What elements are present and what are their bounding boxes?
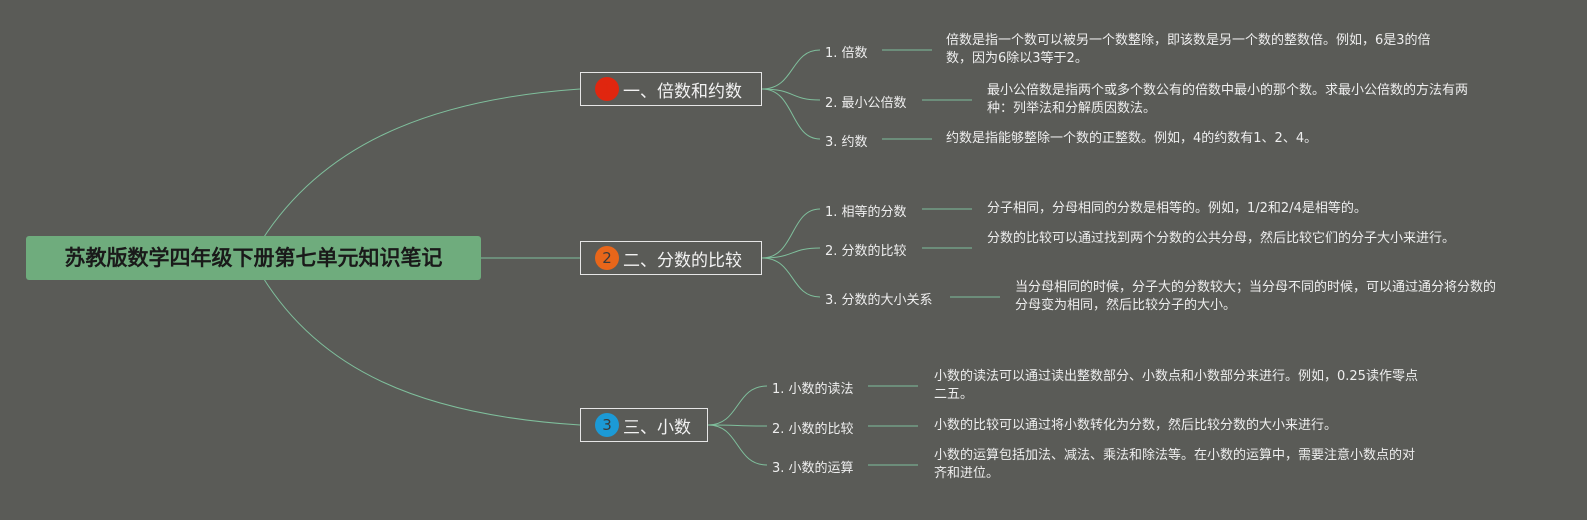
subtopic-description: 小数的读法可以通过读出整数部分、小数点和小数部分来进行。例如，0.25读作零点二… <box>934 369 1418 402</box>
number-badge-icon: 3 <box>595 413 619 437</box>
branch-label: 二、分数的比较 <box>623 250 742 271</box>
subtopic-label[interactable]: 1. 小数的读法 <box>772 382 854 397</box>
branch-label: 三、小数 <box>623 417 691 438</box>
branch-topic-2[interactable]: 2 二、分数的比较 <box>580 241 762 275</box>
subtopic-description: 分数的比较可以通过找到两个分数的公共分母，然后比较它们的分子大小来进行。 <box>987 231 1456 246</box>
subtopic-label[interactable]: 3. 分数的大小关系 <box>825 293 933 308</box>
subtopic-label[interactable]: 2. 分数的比较 <box>825 244 907 259</box>
subtopic-description: 小数的运算包括加法、减法、乘法和除法等。在小数的运算中，需要注意小数点的对齐和进… <box>934 448 1416 481</box>
subtopic-description: 小数的比较可以通过将小数转化为分数，然后比较分数的大小来进行。 <box>934 418 1338 433</box>
branch-label: 一、倍数和约数 <box>623 81 742 102</box>
subtopic-label[interactable]: 3. 约数 <box>825 135 868 150</box>
subtopic-description: 最小公倍数是指两个或多个数公有的倍数中最小的那个数。求最小公倍数的方法有两种：列… <box>987 83 1469 116</box>
subtopic-label[interactable]: 1. 倍数 <box>825 46 868 61</box>
subtopic-description: 约数是指能够整除一个数的正整数。例如，4的约数有1、2、4。 <box>946 131 1318 146</box>
subtopic-description: 分子相同，分母相同的分数是相等的。例如，1/2和2/4是相等的。 <box>987 201 1367 216</box>
root-topic[interactable]: 苏教版数学四年级下册第七单元知识笔记 <box>26 236 481 280</box>
subtopic-label[interactable]: 1. 相等的分数 <box>825 205 907 220</box>
subtopic-description: 当分母相同的时候，分子大的分数较大；当分母不同的时候，可以通过通分将分数的分母变… <box>1015 280 1497 313</box>
subtopic-label[interactable]: 2. 最小公倍数 <box>825 96 907 111</box>
subtopic-description: 倍数是指一个数可以被另一个数整除，即该数是另一个数的整数倍。例如，6是3的倍数，… <box>946 33 1431 66</box>
branch-topic-3[interactable]: 3 三、小数 <box>580 408 708 442</box>
subtopic-label[interactable]: 3. 小数的运算 <box>772 461 854 476</box>
number-badge-icon: 2 <box>595 246 619 270</box>
number-badge-icon: 1 <box>595 77 619 101</box>
branch-topic-1[interactable]: 1 一、倍数和约数 <box>580 72 762 106</box>
subtopic-label[interactable]: 2. 小数的比较 <box>772 422 854 437</box>
